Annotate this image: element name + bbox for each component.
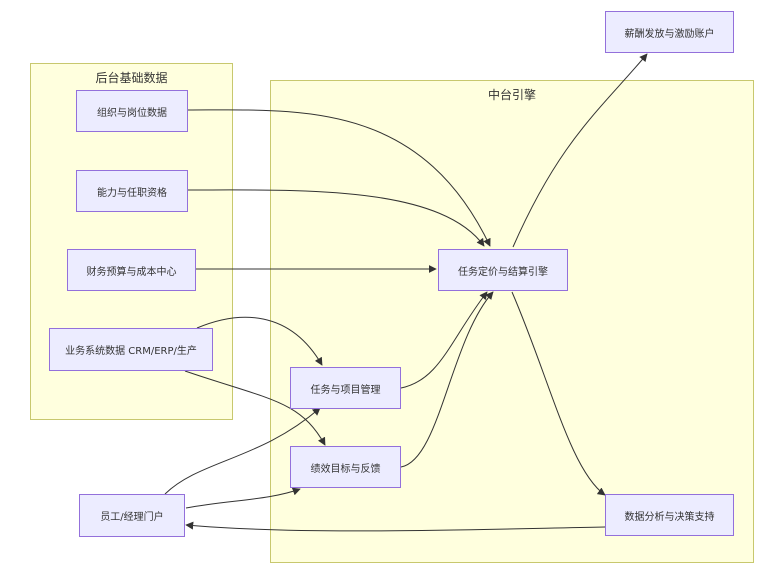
cluster-backend-title: 后台基础数据 — [95, 71, 168, 85]
node-performance-feedback[interactable]: 绩效目标与反馈 — [290, 446, 401, 488]
edge-analytics-portal — [185, 521, 606, 532]
node-task-project-mgmt[interactable]: 任务与项目管理 — [290, 367, 401, 409]
edge-engine-analytics — [511, 291, 606, 496]
edge-perf-engine — [400, 291, 494, 468]
edge-biz-perf — [184, 370, 326, 446]
node-pricing-settlement-engine[interactable]: 任务定价与结算引擎 — [438, 249, 568, 291]
edge-portal-perf — [185, 487, 301, 509]
node-skill-qualification[interactable]: 能力与任职资格 — [76, 170, 188, 212]
edge-engine-pay — [512, 53, 648, 248]
node-analytics-decision[interactable]: 数据分析与决策支持 — [605, 494, 734, 536]
node-business-systems[interactable]: 业务系统数据 CRM/ERP/生产 — [49, 328, 213, 371]
node-finance-budget[interactable]: 财务预算与成本中心 — [67, 249, 196, 291]
edge-task-engine — [400, 291, 488, 389]
cluster-middle-title: 中台引擎 — [487, 88, 536, 102]
edge-portal-task — [164, 407, 321, 495]
node-org-position-data[interactable]: 组织与岗位数据 — [76, 90, 188, 132]
node-payroll-incentives[interactable]: 薪酬发放与激励账户 — [605, 11, 734, 53]
edge-org-engine — [187, 109, 491, 247]
edge-skill-engine — [187, 189, 485, 247]
edge-biz-task — [196, 316, 323, 366]
node-employee-manager-portal[interactable]: 员工/经理门户 — [79, 494, 185, 537]
